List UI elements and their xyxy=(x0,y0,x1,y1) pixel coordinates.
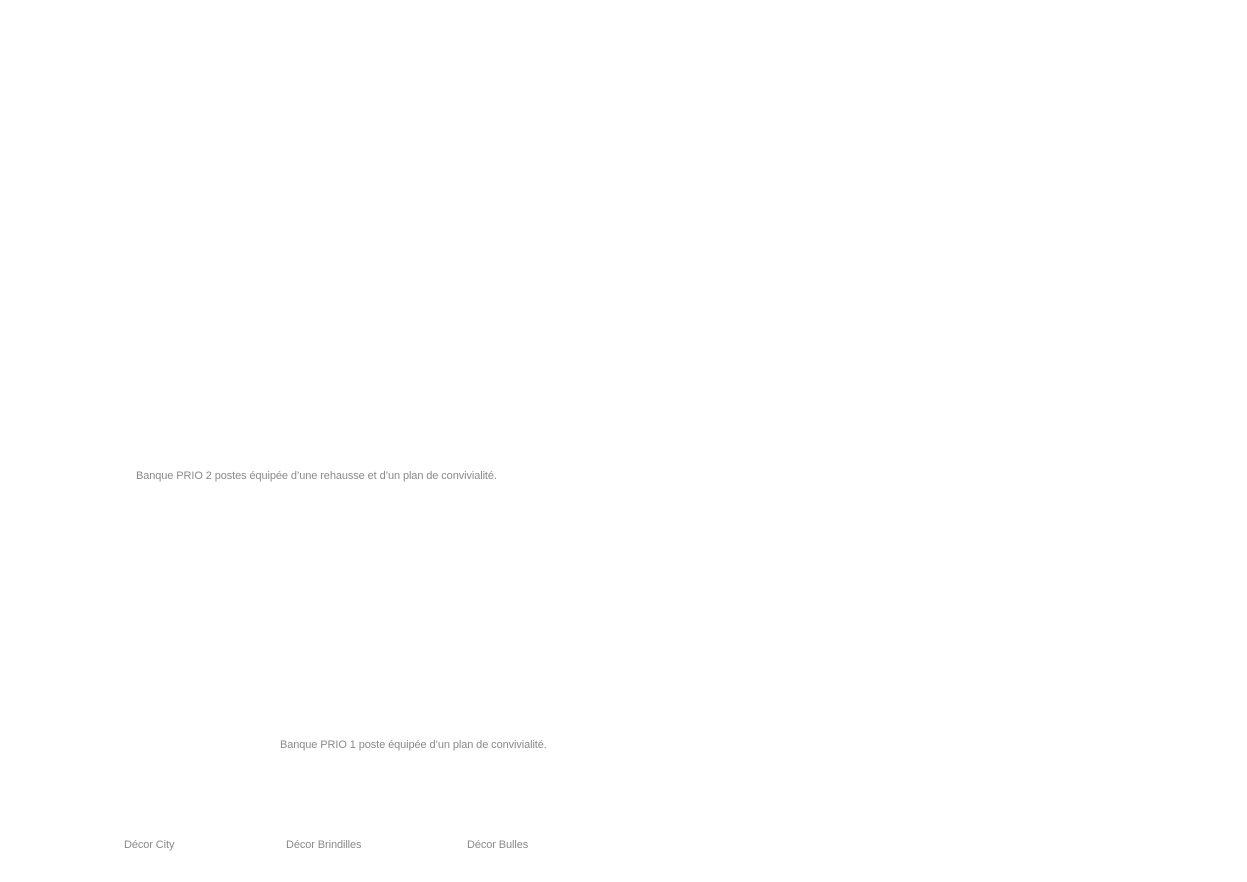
caption-prio-1-poste: Banque PRIO 1 poste équipée d’un plan de… xyxy=(280,739,547,751)
decor-label-brindilles: Décor Brindilles xyxy=(286,839,362,851)
decor-label-bulles: Décor Bulles xyxy=(467,839,529,851)
caption-prio-2-postes: Banque PRIO 2 postes équipée d’une rehau… xyxy=(136,470,497,482)
decor-label-city: Décor City xyxy=(124,839,175,851)
